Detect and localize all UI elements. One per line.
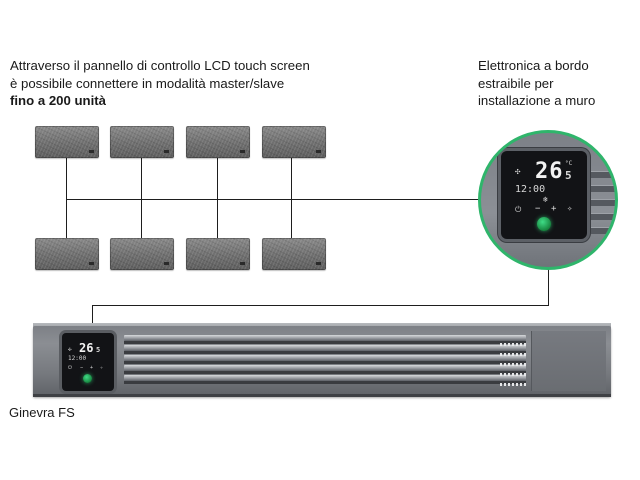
lcd-temperature-decimal: 5 bbox=[96, 346, 101, 354]
lcd-temperature-unit: °C bbox=[565, 160, 573, 167]
minus-icon[interactable]: − bbox=[80, 365, 84, 371]
slave-unit-bottom-1 bbox=[35, 238, 99, 270]
vent-slat bbox=[591, 185, 615, 192]
lcd-time: 12:00 bbox=[68, 355, 87, 362]
mode-icon[interactable]: ✧ bbox=[100, 365, 104, 371]
description-left-line1: Attraverso il pannello di controllo LCD … bbox=[10, 58, 310, 73]
slave-unit-top-3 bbox=[186, 126, 250, 158]
slave-unit-bottom-3 bbox=[186, 238, 250, 270]
grille-gap bbox=[124, 351, 526, 354]
lcd-temperature-big: 26 bbox=[535, 159, 564, 184]
grille-slat-5 bbox=[124, 375, 526, 381]
lcd-temperature-big: 26 bbox=[79, 341, 94, 355]
bus-line-drop-3 bbox=[217, 158, 218, 238]
power-icon[interactable]: ⏻ bbox=[515, 205, 522, 214]
description-right: Elettronica a bordo estraibile per insta… bbox=[478, 57, 595, 110]
side-grill bbox=[500, 343, 526, 346]
grille-gap bbox=[124, 381, 526, 384]
slave-unit-bottom-2 bbox=[110, 238, 174, 270]
panel-link-vertical-left bbox=[92, 305, 93, 333]
slave-unit-bottom-4 bbox=[262, 238, 326, 270]
plus-icon[interactable]: + bbox=[551, 204, 557, 214]
grille-gap bbox=[124, 371, 526, 374]
vent-slat bbox=[591, 213, 615, 220]
grille-gap bbox=[124, 361, 526, 364]
plus-icon[interactable]: + bbox=[90, 365, 94, 371]
vent-slat bbox=[591, 227, 615, 234]
side-cover-panel bbox=[531, 331, 606, 391]
vent-slat bbox=[591, 171, 615, 178]
bus-line-horizontal bbox=[66, 199, 484, 200]
description-left-line2: è possibile connettere in modalità maste… bbox=[10, 75, 285, 91]
description-left-line3: fino a 200 unità bbox=[10, 93, 106, 108]
side-grill bbox=[500, 373, 526, 376]
bus-line-drop-1 bbox=[66, 158, 67, 238]
lcd-temperature-decimal: 5 bbox=[565, 169, 572, 182]
snowflake-icon: ❄ bbox=[543, 195, 548, 204]
grille-slat-4 bbox=[124, 365, 526, 371]
product-caption: Ginevra FS bbox=[9, 405, 75, 420]
mode-icon[interactable]: ✧ bbox=[567, 204, 573, 214]
side-grill bbox=[500, 353, 526, 356]
control-knob-icon[interactable] bbox=[537, 217, 551, 231]
fan-icon: ✣ bbox=[515, 167, 521, 177]
minus-icon[interactable]: − bbox=[535, 204, 541, 214]
power-icon[interactable]: ⏻ bbox=[68, 365, 72, 371]
side-grill bbox=[500, 363, 526, 366]
bus-line-drop-4 bbox=[291, 158, 292, 238]
side-grill bbox=[500, 383, 526, 386]
panel-link-horizontal bbox=[92, 305, 549, 306]
control-knob-icon[interactable] bbox=[83, 374, 92, 383]
slave-unit-top-1 bbox=[35, 126, 99, 158]
panel-link-vertical-right bbox=[548, 268, 549, 305]
unit-bottom-edge bbox=[33, 394, 611, 397]
lcd-panel-zoom: ✣ 26 5 °C 12:00 ❄ ⏻ − + ✧ bbox=[478, 130, 618, 270]
description-right-line1: Elettronica a bordo bbox=[478, 58, 589, 73]
vent-slat bbox=[591, 199, 615, 206]
slave-unit-top-4 bbox=[262, 126, 326, 158]
description-right-line2: estraibile per bbox=[478, 75, 554, 91]
description-left: Attraverso il pannello di controllo LCD … bbox=[10, 57, 310, 110]
lcd-screen-unit: ✣ 26 5 12:00 ⏻ − + ✧ bbox=[62, 333, 114, 391]
bus-line-drop-2 bbox=[141, 158, 142, 238]
grille-slat-2 bbox=[124, 345, 526, 351]
lcd-time: 12:00 bbox=[515, 184, 546, 195]
lcd-screen-zoom: ✣ 26 5 °C 12:00 ❄ ⏻ − + ✧ bbox=[501, 151, 587, 239]
grille-gap bbox=[124, 341, 526, 344]
slave-unit-top-2 bbox=[110, 126, 174, 158]
grille-slat-1 bbox=[124, 335, 526, 341]
description-right-line3: installazione a muro bbox=[478, 93, 596, 108]
fan-icon: ✣ bbox=[68, 346, 72, 353]
grille-slat-3 bbox=[124, 355, 526, 361]
